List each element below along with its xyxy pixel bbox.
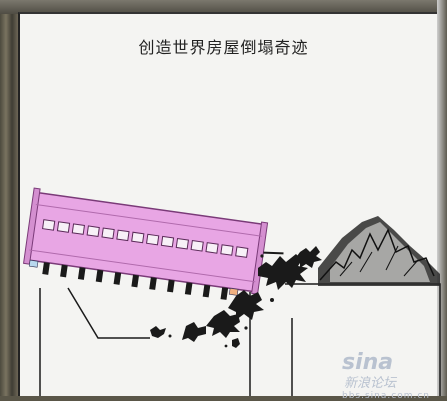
building-rod: [263, 251, 284, 255]
window-row: [42, 219, 249, 258]
foundation-piles: [42, 262, 229, 300]
photo-top-strip: [0, 0, 447, 14]
building-left-cap: [23, 187, 41, 265]
diagram-title: 创造世界房屋倒塌奇迹: [138, 38, 309, 57]
rubble-mountain: [318, 216, 440, 286]
right-edge: [437, 0, 447, 396]
sina-watermark: sina 新浪论坛 bbs.sina.com.cn: [342, 352, 447, 401]
sina-logo: sina: [342, 350, 394, 375]
watermark-subtitle: 新浪论坛: [344, 376, 397, 391]
watermark-url: bbs.sina.com.cn: [342, 391, 430, 401]
tilted-building: [23, 187, 284, 300]
pile-caps: [28, 259, 239, 296]
debris-splashes: [150, 246, 322, 348]
